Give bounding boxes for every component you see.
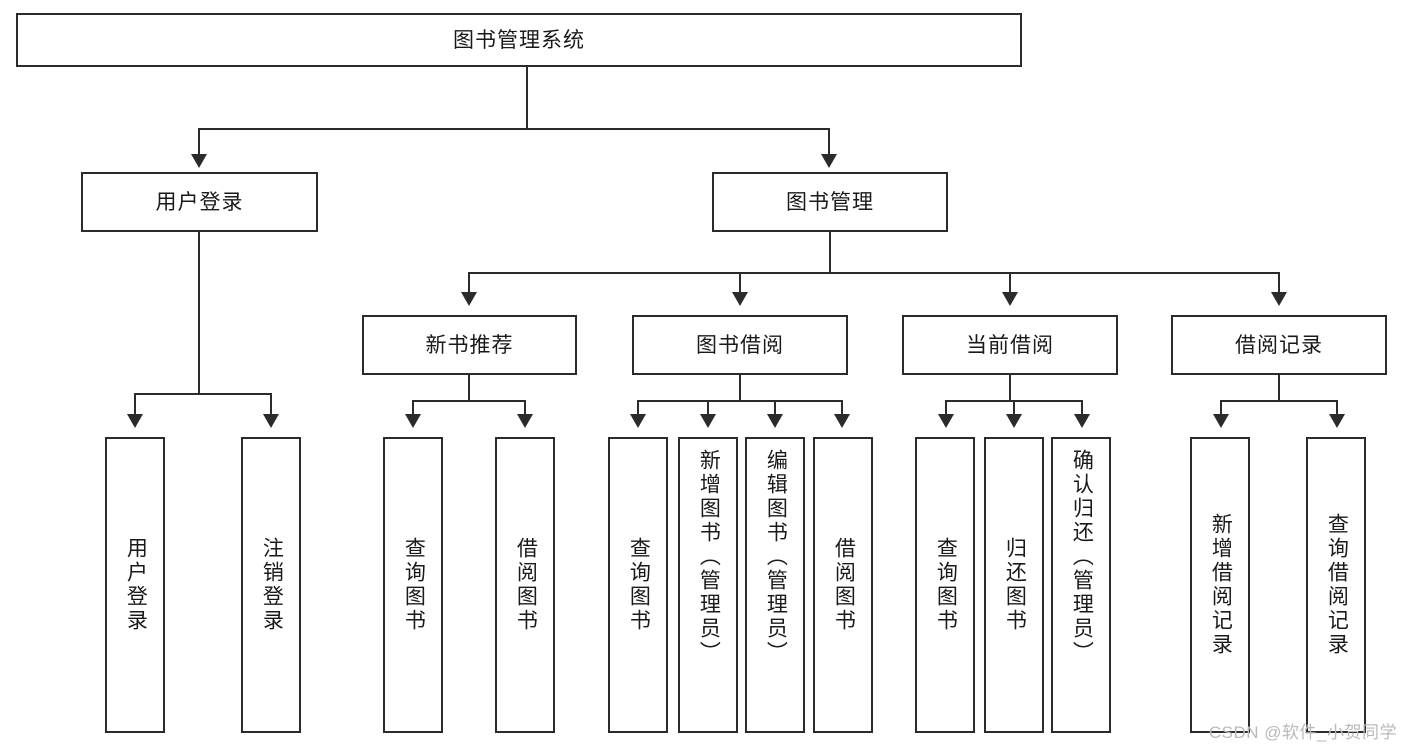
node-label: 查询图书	[627, 537, 651, 633]
node-label: 图书借阅	[696, 333, 784, 357]
leaf-borrow-book-recommend[interactable]: 借阅图书	[495, 437, 555, 733]
node-new-book-recommend[interactable]: 新书推荐	[362, 315, 577, 375]
node-label: 新增借阅记录	[1209, 513, 1233, 657]
connector-borrow-record-stub-2	[1336, 400, 1338, 415]
node-label: 图书管理系统	[453, 28, 585, 52]
arrow-leaf-return-book	[1006, 414, 1022, 428]
connector-new-book-stub-1	[412, 400, 414, 415]
node-label: 用户登录	[124, 537, 148, 633]
connector-user-login-bus	[134, 393, 272, 395]
connector-to-book-borrow	[739, 272, 741, 294]
connector-book-borrow-stub-4	[841, 400, 843, 415]
arrow-leaf-add-record	[1213, 414, 1229, 428]
connector-to-current-borrow	[1009, 272, 1011, 294]
node-label: 查询图书	[934, 537, 958, 633]
node-root-system[interactable]: 图书管理系统	[16, 13, 1022, 67]
node-label: 归还图书	[1003, 537, 1027, 633]
connector-user-login-stub-2	[270, 393, 272, 415]
node-label: 当前借阅	[966, 333, 1054, 357]
arrow-to-book-manage	[821, 154, 837, 168]
arrow-leaf-user-login	[127, 414, 143, 428]
leaf-edit-book-admin[interactable]: 编辑图书（管理员）	[745, 437, 805, 733]
node-borrow-record[interactable]: 借阅记录	[1171, 315, 1387, 375]
connector-new-book-bus	[412, 400, 526, 402]
node-book-manage[interactable]: 图书管理	[712, 172, 948, 232]
connector-book-manage-down	[829, 232, 831, 274]
leaf-logout[interactable]: 注销登录	[241, 437, 301, 733]
leaf-user-login[interactable]: 用户登录	[105, 437, 165, 733]
connector-user-login-down	[198, 232, 200, 395]
node-current-borrow[interactable]: 当前借阅	[902, 315, 1118, 375]
arrow-to-user-login	[191, 154, 207, 168]
arrow-leaf-logout	[263, 414, 279, 428]
connector-to-borrow-record	[1278, 272, 1280, 294]
node-label: 查询借阅记录	[1325, 513, 1349, 657]
node-label: 借阅图书	[832, 537, 856, 633]
connector-to-new-book	[468, 272, 470, 294]
node-label: 编辑图书（管理员）	[764, 449, 788, 665]
arrow-leaf-edit-book	[767, 414, 783, 428]
arrow-leaf-borrow-book-1	[517, 414, 533, 428]
connector-level2-bus	[468, 272, 1279, 274]
leaf-return-book[interactable]: 归还图书	[984, 437, 1044, 733]
node-label: 新书推荐	[425, 333, 514, 357]
node-label: 注销登录	[260, 537, 284, 633]
connector-current-borrow-stub-1	[945, 400, 947, 415]
node-book-borrow[interactable]: 图书借阅	[632, 315, 848, 375]
leaf-query-book-borrow[interactable]: 查询图书	[608, 437, 668, 733]
arrow-to-new-book	[461, 292, 477, 306]
node-label: 图书管理	[786, 190, 874, 214]
connector-user-login-stub-1	[134, 393, 136, 415]
leaf-add-book-admin[interactable]: 新增图书（管理员）	[678, 437, 738, 733]
connector-current-borrow-stub-3	[1081, 400, 1083, 415]
connector-book-borrow-bus	[637, 400, 843, 402]
connector-borrow-record-bus	[1220, 400, 1338, 402]
watermark-text: CSDN @软件_小贺同学	[1208, 723, 1397, 742]
arrow-leaf-confirm-return	[1074, 414, 1090, 428]
leaf-query-book-recommend[interactable]: 查询图书	[383, 437, 443, 733]
node-label: 确认归还（管理员）	[1070, 449, 1094, 665]
connector-current-borrow-stub-2	[1013, 400, 1015, 415]
arrow-to-borrow-record	[1271, 292, 1287, 306]
connector-book-borrow-down	[739, 375, 741, 402]
leaf-confirm-return-admin[interactable]: 确认归还（管理员）	[1051, 437, 1111, 733]
leaf-query-book-current[interactable]: 查询图书	[915, 437, 975, 733]
arrow-leaf-add-book	[700, 414, 716, 428]
arrow-leaf-query-book-2	[630, 414, 646, 428]
connector-new-book-stub-2	[524, 400, 526, 415]
connector-to-user-login	[198, 128, 200, 156]
leaf-add-borrow-record[interactable]: 新增借阅记录	[1190, 437, 1250, 733]
connector-root-trunk	[526, 67, 528, 129]
leaf-query-borrow-record[interactable]: 查询借阅记录	[1306, 437, 1366, 733]
arrow-leaf-query-book-1	[405, 414, 421, 428]
node-user-login[interactable]: 用户登录	[81, 172, 318, 232]
connector-new-book-down	[468, 375, 470, 402]
node-label: 用户登录	[155, 190, 244, 214]
connector-current-borrow-down	[1009, 375, 1011, 402]
arrow-leaf-query-record	[1329, 414, 1345, 428]
node-label: 新增图书（管理员）	[697, 449, 721, 665]
arrow-leaf-query-book-3	[938, 414, 954, 428]
connector-borrow-record-stub-1	[1220, 400, 1222, 415]
connector-book-borrow-stub-1	[637, 400, 639, 415]
connector-book-borrow-stub-2	[707, 400, 709, 415]
connector-level1-bus	[198, 128, 829, 130]
connector-borrow-record-down	[1278, 375, 1280, 402]
arrow-leaf-borrow-book-2	[834, 414, 850, 428]
connector-to-book-manage	[828, 128, 830, 156]
leaf-borrow-book[interactable]: 借阅图书	[813, 437, 873, 733]
arrow-to-current-borrow	[1002, 292, 1018, 306]
connector-book-borrow-stub-3	[774, 400, 776, 415]
node-label: 借阅图书	[514, 537, 538, 633]
arrow-to-book-borrow	[732, 292, 748, 306]
node-label: 查询图书	[402, 537, 426, 633]
node-label: 借阅记录	[1235, 333, 1323, 357]
